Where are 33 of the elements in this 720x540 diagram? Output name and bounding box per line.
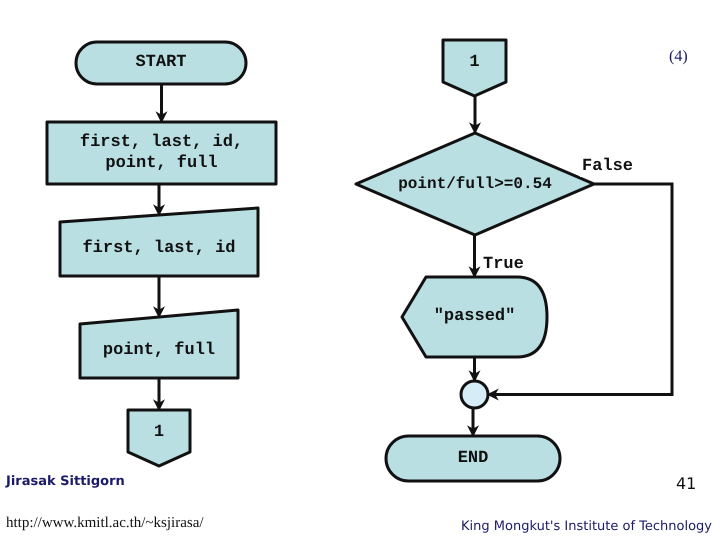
node-label: point/full>=0.54 xyxy=(398,174,552,194)
arrow xyxy=(153,184,165,216)
author-name: Jirasak Sittigorn xyxy=(6,474,125,489)
arrow xyxy=(469,96,481,134)
connector-circle xyxy=(461,381,488,408)
arrow xyxy=(153,378,165,412)
node-label: point, full xyxy=(102,340,216,362)
edge-label: False xyxy=(580,158,636,177)
manual-input-shape xyxy=(60,208,258,276)
off-page-connector xyxy=(128,410,190,466)
node-label: 1 xyxy=(469,52,480,74)
node-label: first, last, id xyxy=(82,238,236,260)
process-box xyxy=(47,122,276,184)
arrow xyxy=(156,84,168,124)
node-label: "passed" xyxy=(434,306,516,328)
arrow xyxy=(153,276,165,318)
manual-input-shape xyxy=(80,310,238,378)
node-label: 1 xyxy=(154,422,164,444)
arrow xyxy=(486,182,674,400)
institute-name: King Mongkut's Institute of Technology xyxy=(461,519,712,534)
node-label: START xyxy=(135,52,186,74)
terminal-shape xyxy=(386,436,560,481)
page-number: 41 xyxy=(676,474,696,493)
slide-number-note: (4) xyxy=(669,48,688,66)
display-shape xyxy=(402,277,547,357)
node-label: END xyxy=(458,448,488,470)
url-text: http://www.kmitl.ac.th/~ksjirasa/ xyxy=(6,515,204,532)
arrow xyxy=(468,235,480,278)
terminal-shape xyxy=(76,42,246,84)
node-label: first, last, id, point, full xyxy=(78,132,244,174)
off-page-connector xyxy=(443,40,506,96)
arrow xyxy=(467,408,479,438)
arrow xyxy=(468,357,480,382)
